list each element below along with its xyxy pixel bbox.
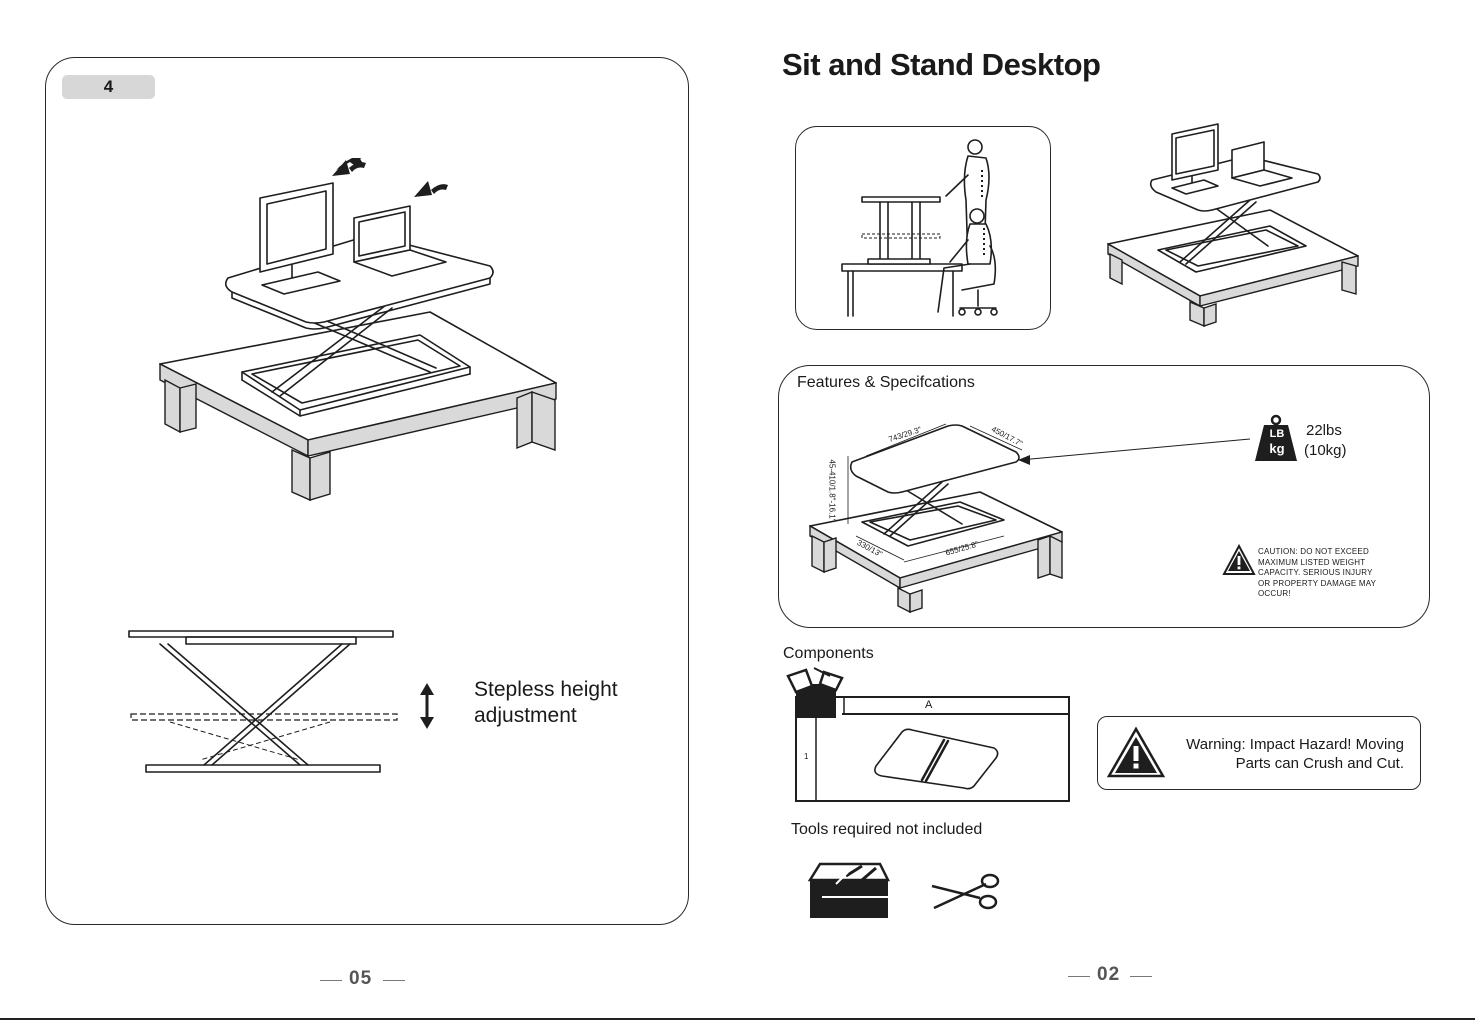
caution-line-1: CAUTION: DO NOT EXCEED <box>1258 547 1369 556</box>
tools-heading: Tools required not included <box>791 821 983 838</box>
warning-line-1: Warning: Impact Hazard! Moving <box>1186 736 1404 753</box>
components-heading: Components <box>783 645 874 662</box>
page-number-dash-left-2 <box>1068 976 1090 977</box>
features-specifications-panel <box>778 365 1430 628</box>
stepless-label-line2: adjustment <box>474 704 577 727</box>
stepless-label-line1: Stepless height <box>474 678 618 701</box>
warning-text: Warning: Impact Hazard! Moving Parts can… <box>1170 735 1404 773</box>
impact-hazard-warning-box <box>1097 716 1421 790</box>
component-part-letter: A <box>925 699 933 711</box>
page-number-left: 05 <box>349 968 373 989</box>
caution-text: CAUTION: DO NOT EXCEED MAXIMUM LISTED WE… <box>1258 547 1376 600</box>
caution-line-3: CAPACITY. SERIOUS INJURY <box>1258 568 1373 577</box>
weight-lb-badge: LB <box>1269 428 1285 440</box>
caution-line-2: MAXIMUM LISTED WEIGHT <box>1258 557 1366 567</box>
page-number-dash-right <box>383 980 405 981</box>
step-badge: 4 <box>62 75 155 99</box>
caution-line-4: OR PROPERTY DAMAGE MAY <box>1258 578 1377 588</box>
stepless-height-label: Stepless height adjustment <box>474 677 618 729</box>
page-title: Sit and Stand Desktop <box>782 47 1101 82</box>
weight-lbs-text: 22lbs <box>1306 422 1342 439</box>
sit-stand-figure-panel <box>795 126 1051 330</box>
weight-kg-text: (10kg) <box>1304 442 1347 459</box>
warning-line-2: Parts can Crush and Cut. <box>1235 755 1404 772</box>
weight-kg-badge: kg <box>1269 441 1285 456</box>
page-number-dash-left <box>320 980 342 981</box>
component-part-qty: 1 <box>804 752 809 761</box>
bottom-border-line <box>0 1018 1475 1020</box>
step-4-panel <box>45 57 689 925</box>
caution-line-5: OCCUR! <box>1258 589 1291 598</box>
features-heading: Features & Specifcations <box>797 374 975 391</box>
page-number-right: 02 <box>1097 964 1121 985</box>
page-number-dash-right-2 <box>1130 976 1152 977</box>
